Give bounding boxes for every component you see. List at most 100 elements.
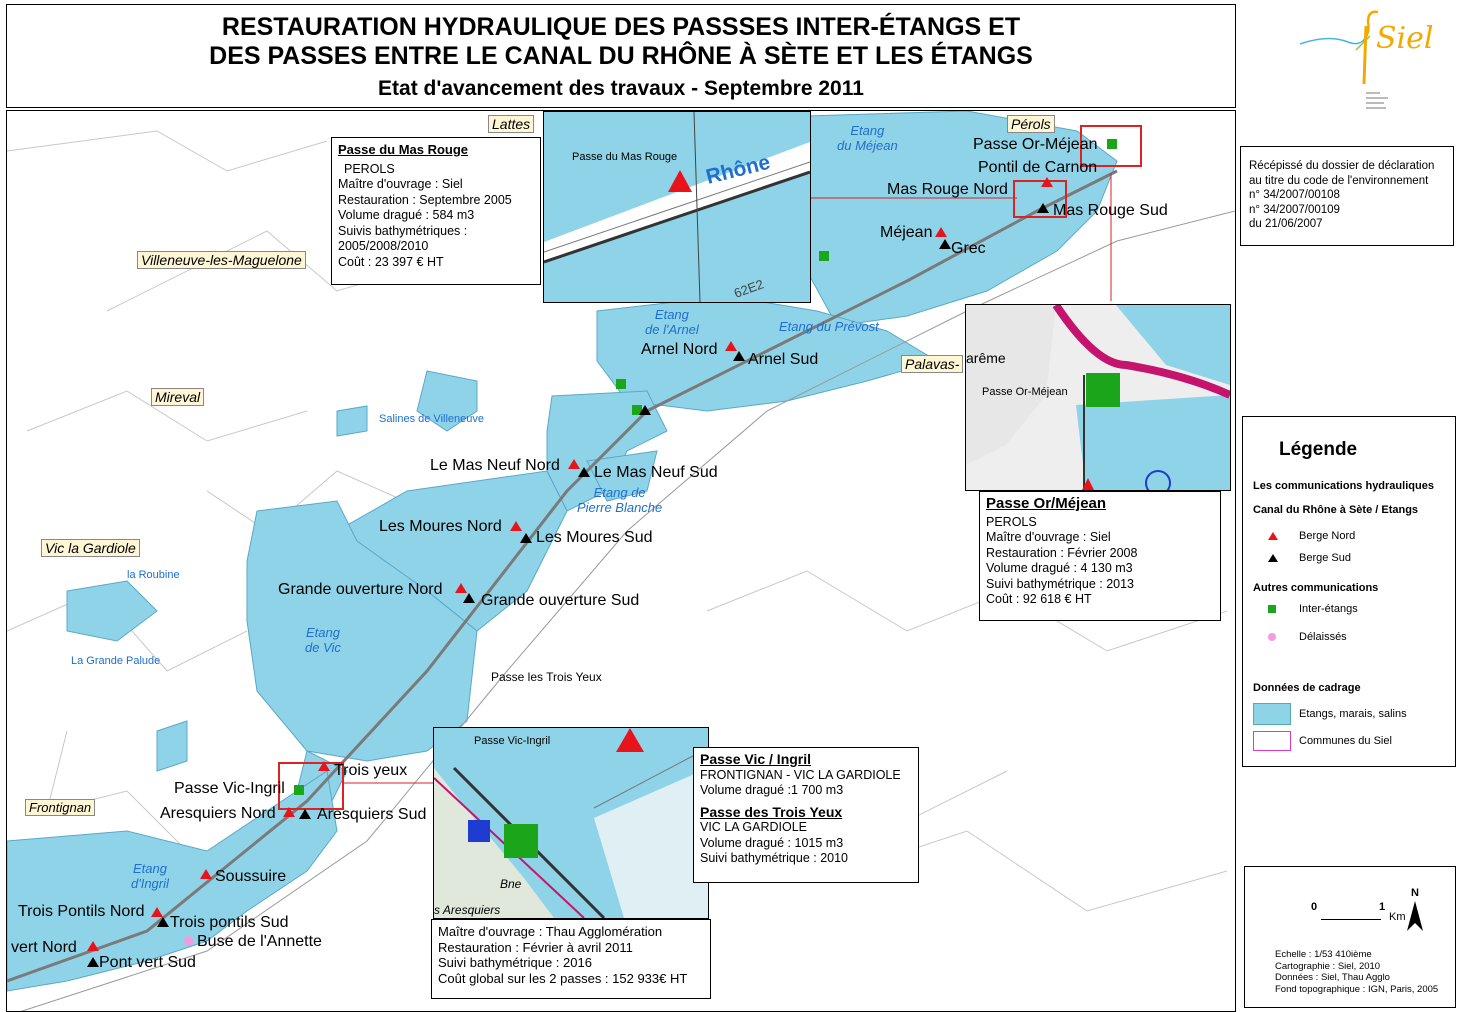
label-buse-annette: Buse de l'Annette — [197, 933, 322, 950]
callout-mas-rouge: Passe du Mas Rouge PEROLS Maître d'ouvra… — [331, 137, 541, 285]
legend-inter-etangs: Inter-étangs — [1299, 603, 1358, 615]
callout-mas-rouge-title: Passe du Mas Rouge — [338, 142, 469, 157]
water-swatch — [1253, 703, 1291, 725]
inset-vic-ingril-map: Passe Vic-Ingril Bne s Aresquiers — [434, 728, 708, 918]
label-moures-nord: Les Moures Nord — [379, 518, 502, 535]
town-palavas: Palavas- — [901, 355, 964, 373]
north-label: N — [1411, 887, 1419, 899]
recepisse-line: n° 34/2007/00108 — [1249, 189, 1340, 201]
callout-line: VIC LA GARDIOLE — [700, 820, 807, 834]
scale-note: Echelle : 1/53 410ième — [1275, 949, 1372, 960]
callout-line: PEROLS — [344, 161, 395, 176]
water-roubine: la Roubine — [127, 569, 180, 581]
callout-line: Suivi bathymétrique : 2010 — [700, 851, 849, 865]
label-vic-ingril: Passe Vic-Ingril — [174, 780, 285, 797]
scale-zero: 0 — [1311, 901, 1318, 913]
legend-section-canal: Canal du Rhône à Sète / Etangs — [1253, 504, 1419, 516]
water-salines: Salines de Villeneuve — [379, 413, 484, 425]
legend-berge-nord: Berge Nord — [1299, 530, 1356, 542]
label-passe-or-mejean: Passe Or-Méjean — [973, 136, 1098, 153]
red-triangle-icon — [1268, 532, 1278, 540]
inset-or-mejean-map: arême Passe Or-Méjean — [966, 305, 1230, 490]
legend-delaisses: Délaissés — [1299, 631, 1347, 643]
inset-mas-rouge-label: Passe du Mas Rouge — [572, 151, 677, 163]
label-go-nord: Grande ouverture Nord — [278, 581, 443, 598]
callout-thau: Maître d'ouvrage : Thau Agglomération Re… — [431, 919, 711, 999]
town-vic-la-gardiole: Vic la Gardiole — [41, 539, 140, 557]
legend-communes: Communes du Siel — [1299, 735, 1392, 747]
siel-logo: Siel — [1298, 4, 1442, 116]
pink-dot-icon — [1268, 633, 1276, 641]
map-frame[interactable]: Lattes Pérols Villeneuve-les-Maguelone M… — [6, 110, 1236, 1012]
town-mireval: Mireval — [151, 388, 205, 406]
label-trois-pontils-nord: Trois Pontils Nord — [18, 903, 145, 920]
callout-trois-yeux-title: Passe des Trois Yeux — [700, 803, 843, 820]
label-mas-rouge-nord: Mas Rouge Nord — [887, 181, 1008, 198]
legend: Légende Les communications hydrauliques … — [1242, 416, 1456, 767]
town-frontignan: Frontignan — [25, 799, 96, 816]
callout-line: Maître d'ouvrage : Siel — [338, 177, 463, 191]
page-subtitle: Etat d'avancement des travaux - Septembr… — [378, 77, 864, 100]
callout-or-mejean: Passe Or/Méjean PEROLS Maître d'ouvrage … — [979, 491, 1221, 621]
label-arnel-nord: Arnel Nord — [641, 341, 718, 358]
town-perols: Pérols — [1007, 115, 1055, 133]
inset-place2-label: s Aresquiers — [434, 903, 500, 917]
label-soussuire: Soussuire — [215, 868, 287, 885]
callout-line: Volume dragué : 1015 m3 — [700, 835, 844, 850]
title-line-2: DES PASSES ENTRE LE CANAL DU RHÔNE À SÈT… — [209, 42, 1033, 70]
label-grec: Grec — [951, 240, 986, 257]
callout-line: Coût : 92 618 € HT — [986, 592, 1092, 606]
scale-note: Fond topographique : IGN, Paris, 2005 — [1275, 983, 1439, 995]
callout-line: Volume dragué :1 700 m3 — [700, 783, 844, 797]
label-go-sud: Grande ouverture Sud — [481, 592, 640, 609]
callout-line: Maître d'ouvrage : Thau Agglomération — [438, 924, 663, 939]
logo-text: Siel — [1376, 21, 1434, 56]
town-lattes: Lattes — [488, 115, 535, 133]
green-square-icon — [1268, 605, 1276, 613]
label-aresquiers-sud: Aresquiers Sud — [317, 806, 427, 823]
scale-unit: Km — [1389, 911, 1406, 923]
scale-box: 0 1 Km N Echelle : 1/53 410ième Cartogra… — [1244, 866, 1456, 1008]
label-trois-pontils-sud: Trois pontils Sud — [170, 914, 289, 931]
label-pontil-carnon: Pontil de Carnon — [978, 159, 1098, 176]
label-mas-neuf-nord: Le Mas Neuf Nord — [430, 457, 560, 474]
legend-section-hydraulic: Les communications hydrauliques — [1253, 480, 1434, 492]
scale-one: 1 — [1379, 901, 1386, 913]
callout-line: PEROLS — [986, 514, 1037, 529]
callout-line: Restauration : Février à avril 2011 — [438, 939, 633, 955]
label-mas-neuf-sud: Le Mas Neuf Sud — [594, 464, 718, 481]
label-trois-yeux-passe: Passe les Trois Yeux — [491, 670, 602, 684]
label-moures-sud: Les Moures Sud — [536, 529, 653, 546]
title-line-1: RESTAURATION HYDRAULIQUE DES PASSSES INT… — [221, 13, 1021, 41]
callout-line: Suivi bathymétrique : 2016 — [438, 955, 592, 970]
water-grande-palude: La Grande Palude — [71, 655, 161, 667]
recepisse-line: n° 34/2007/00109 — [1249, 203, 1340, 216]
callout-line: Coût : 23 397 € HT — [338, 254, 444, 269]
recepisse-box: Récépissé du dossier de déclaration au t… — [1240, 146, 1454, 246]
north-arrow-icon — [1407, 901, 1423, 931]
recepisse-line: du 21/06/2007 — [1249, 218, 1323, 230]
recepisse-line: au titre du code de l'environnement — [1249, 174, 1429, 187]
town-villeneuve: Villeneuve-les-Maguelone — [137, 251, 306, 269]
inset-mas-rouge: Passe du Mas Rouge Rhône 62E2 — [543, 111, 811, 303]
page-title: RESTAURATION HYDRAULIQUE DES PASSSES INT… — [7, 13, 1235, 71]
inset-or-mejean: arême Passe Or-Méjean — [965, 304, 1231, 491]
scale-note: Cartographie : Siel, 2010 — [1275, 960, 1381, 972]
legend-etangs: Etangs, marais, salins — [1299, 708, 1407, 720]
map-base — [7, 111, 1235, 1011]
black-triangle-icon — [1268, 554, 1278, 562]
callout-line: Volume dragué : 584 m3 — [338, 208, 475, 222]
title-box: RESTAURATION HYDRAULIQUE DES PASSSES INT… — [6, 4, 1236, 108]
label-aresquiers-nord: Aresquiers Nord — [160, 805, 276, 822]
callout-line: Suivi bathymétrique : 2013 — [986, 576, 1135, 591]
callout-or-mejean-title: Passe Or/Méjean — [986, 495, 1107, 512]
water-prevost: Etang du Prévost — [779, 319, 879, 334]
scale-note: Données : Siel, Thau Agglo — [1275, 972, 1390, 983]
label-trois-yeux: Trois yeux — [334, 762, 408, 779]
callout-line: Restauration : Septembre 2005 — [338, 192, 512, 207]
callout-line: 2005/2008/2010 — [338, 239, 429, 253]
label-pont-vert-sud: Pont vert Sud — [99, 954, 196, 971]
